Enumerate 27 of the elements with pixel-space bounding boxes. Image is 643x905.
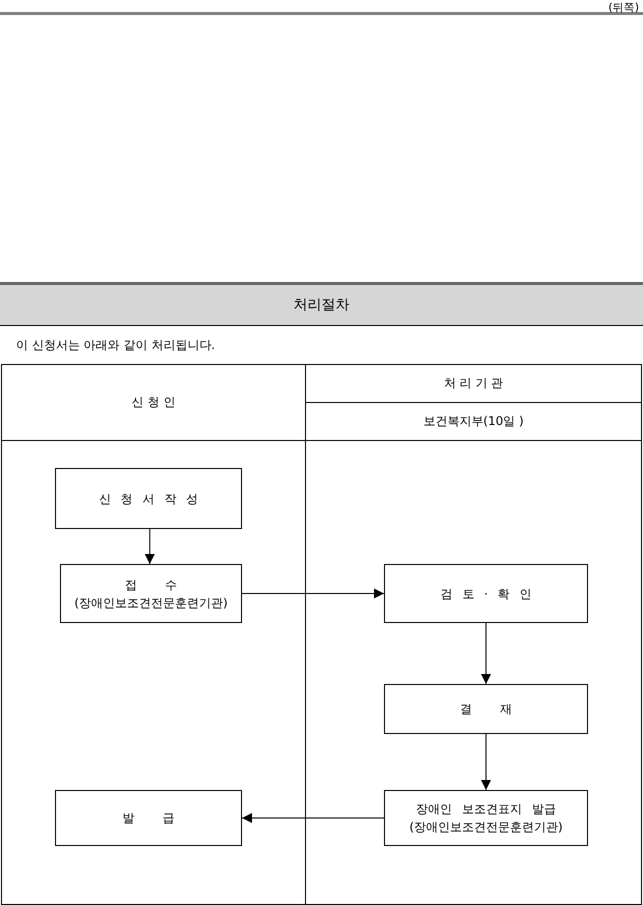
arrow xyxy=(481,622,491,684)
lane-header: 보건복지부(10일 ) xyxy=(306,403,641,441)
step-note: (장애인보조견전문훈련기관) xyxy=(409,819,563,836)
swimlane xyxy=(1,364,306,905)
section-title-band: 처리절차 xyxy=(0,282,643,326)
arrow xyxy=(481,734,491,790)
step-note: (장애인보조견전문훈련기관) xyxy=(74,594,228,612)
step-label: 검 토 · 확 인 xyxy=(440,586,532,602)
step-label: 신 청 서 작 성 xyxy=(98,490,198,508)
step-label: 접 수 xyxy=(125,576,177,594)
arrow xyxy=(242,813,384,823)
process-box xyxy=(60,564,242,623)
process-box xyxy=(55,468,242,529)
page-side-note: (뒤쪽) xyxy=(608,0,639,15)
intro-sentence: 이 신청서는 아래와 같이 처리됩니다. xyxy=(16,337,216,354)
swimlane xyxy=(305,364,642,905)
process-box xyxy=(384,790,588,846)
lane-header: 처 리 기 관 xyxy=(306,365,641,403)
process-box xyxy=(384,684,588,734)
step-label: 발 급 xyxy=(122,810,174,827)
step-label: 장애인 보조견표지 발급 xyxy=(416,801,556,818)
arrow xyxy=(144,528,155,564)
step-label: 결 재 xyxy=(460,701,512,718)
lane-header: 신 청 인 xyxy=(2,365,305,441)
arrow xyxy=(242,588,384,598)
process-box xyxy=(384,564,588,623)
process-box xyxy=(55,790,242,846)
